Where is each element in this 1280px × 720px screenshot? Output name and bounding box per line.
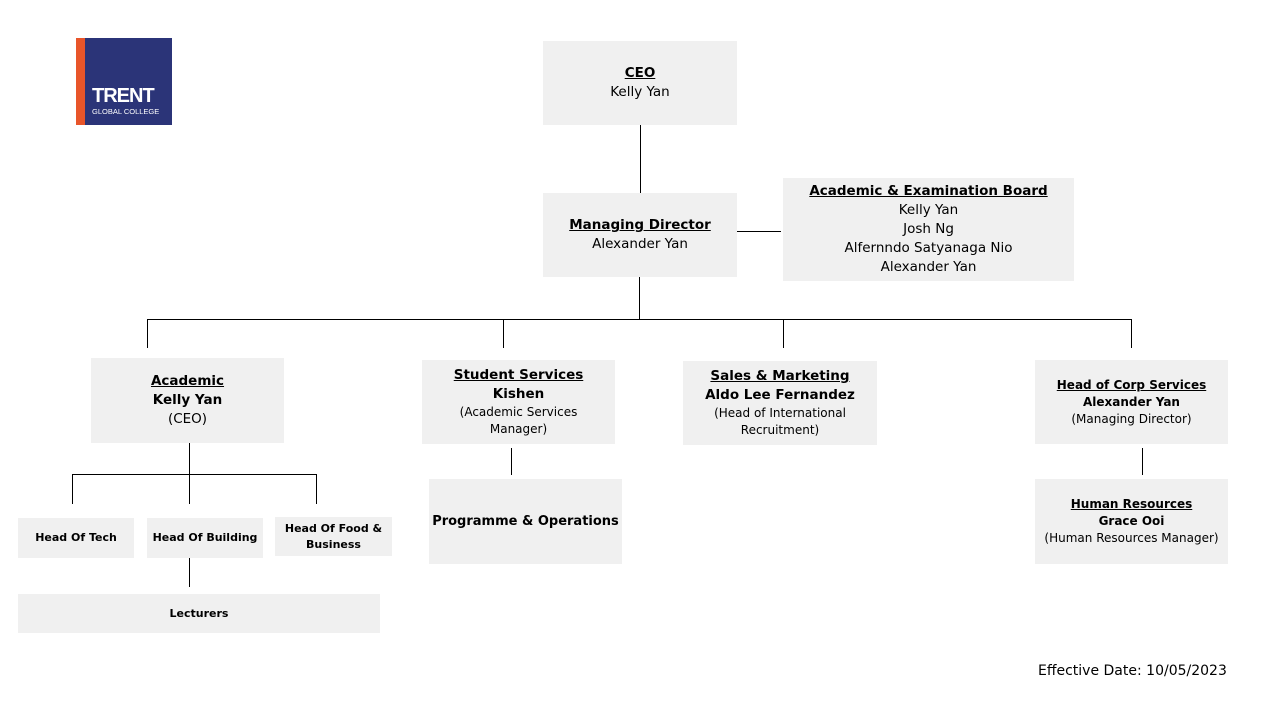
exam-board-member: Josh Ng — [903, 221, 954, 237]
student-services-title: Student Services — [453, 367, 584, 383]
head-of-food-label-1: Head Of Food & — [284, 521, 383, 535]
connector-bus-corp — [1131, 319, 1132, 348]
corp-title: Head of Corp Services — [1056, 377, 1207, 392]
connector-md-bus — [639, 277, 640, 320]
academic-name: Kelly Yan — [152, 392, 223, 408]
md-name: Alexander Yan — [592, 236, 688, 252]
sales-name: Aldo Lee Fernandez — [705, 387, 855, 403]
student-services-box: Student Services Kishen (Academic Servic… — [422, 360, 615, 444]
connector-academic-sub-bus — [72, 474, 317, 475]
student-services-role-2: Manager) — [489, 422, 548, 436]
connector-corp-hr — [1142, 448, 1143, 475]
sales-title: Sales & Marketing — [710, 368, 850, 384]
connector-ceo-md — [640, 125, 641, 193]
corp-name: Alexander Yan — [1083, 394, 1180, 409]
connector-sub-tech — [72, 474, 73, 504]
exam-board-member: Alexander Yan — [880, 259, 977, 275]
exam-board-member: Kelly Yan — [898, 202, 959, 218]
managing-director-box: Managing Director Alexander Yan — [543, 193, 737, 277]
ceo-name: Kelly Yan — [610, 84, 670, 100]
connector-academic-sub — [189, 443, 190, 504]
head-of-tech-box: Head Of Tech — [18, 518, 134, 558]
connector-building-lecturers — [189, 558, 190, 587]
head-of-building-label: Head Of Building — [152, 531, 258, 544]
student-services-name: Kishen — [492, 386, 545, 402]
hr-role: (Human Resources Manager) — [1044, 531, 1219, 545]
connector-sub-food — [316, 474, 317, 504]
md-title: Managing Director — [569, 217, 711, 233]
lecturers-box: Lecturers — [18, 594, 380, 633]
hr-name: Grace Ooi — [1098, 514, 1165, 528]
corp-services-box: Head of Corp Services Alexander Yan (Man… — [1035, 360, 1228, 444]
programme-operations-label: Programme & Operations — [432, 514, 619, 529]
head-of-food-label-2: Business — [306, 537, 361, 551]
student-services-role-1: (Academic Services — [459, 405, 578, 419]
connector-bus-academic — [147, 319, 148, 348]
ceo-title: CEO — [624, 65, 656, 81]
trent-logo: TRENT GLOBAL COLLEGE — [76, 38, 172, 125]
connector-bus-student — [503, 319, 504, 348]
logo-name: TRENT — [92, 85, 155, 107]
connector-bus-sales — [783, 319, 784, 348]
connector-md-board — [737, 231, 781, 232]
academic-role: (CEO) — [167, 411, 208, 427]
sales-marketing-box: Sales & Marketing Aldo Lee Fernandez (He… — [683, 361, 877, 445]
programme-operations-box: Programme & Operations — [429, 479, 622, 564]
head-of-food-box: Head Of Food & Business — [275, 517, 392, 556]
connector-student-programme — [511, 448, 512, 475]
connector-main-bus — [147, 319, 1132, 320]
academic-box: Academic Kelly Yan (CEO) — [91, 358, 284, 443]
corp-role: (Managing Director) — [1071, 411, 1192, 426]
sales-role-2: Recruitment) — [740, 423, 820, 437]
effective-date: Effective Date: 10/05/2023 — [1038, 663, 1227, 679]
sales-role-1: (Head of International — [714, 406, 846, 420]
logo-accent-bar — [76, 38, 85, 125]
ceo-box: CEO Kelly Yan — [543, 41, 737, 125]
lecturers-label: Lecturers — [169, 606, 229, 620]
exam-board-member: Alfernndo Satyanaga Nio — [844, 240, 1013, 256]
human-resources-box: Human Resources Grace Ooi (Human Resourc… — [1035, 479, 1228, 564]
exam-board-title: Academic & Examination Board — [809, 183, 1048, 199]
logo-subtitle: GLOBAL COLLEGE — [92, 107, 160, 116]
hr-title: Human Resources — [1070, 497, 1193, 511]
head-of-tech-label: Head Of Tech — [35, 531, 117, 544]
head-of-building-box: Head Of Building — [147, 518, 263, 558]
academic-title: Academic — [150, 373, 225, 389]
exam-board-box: Academic & Examination Board Kelly Yan J… — [783, 178, 1074, 281]
